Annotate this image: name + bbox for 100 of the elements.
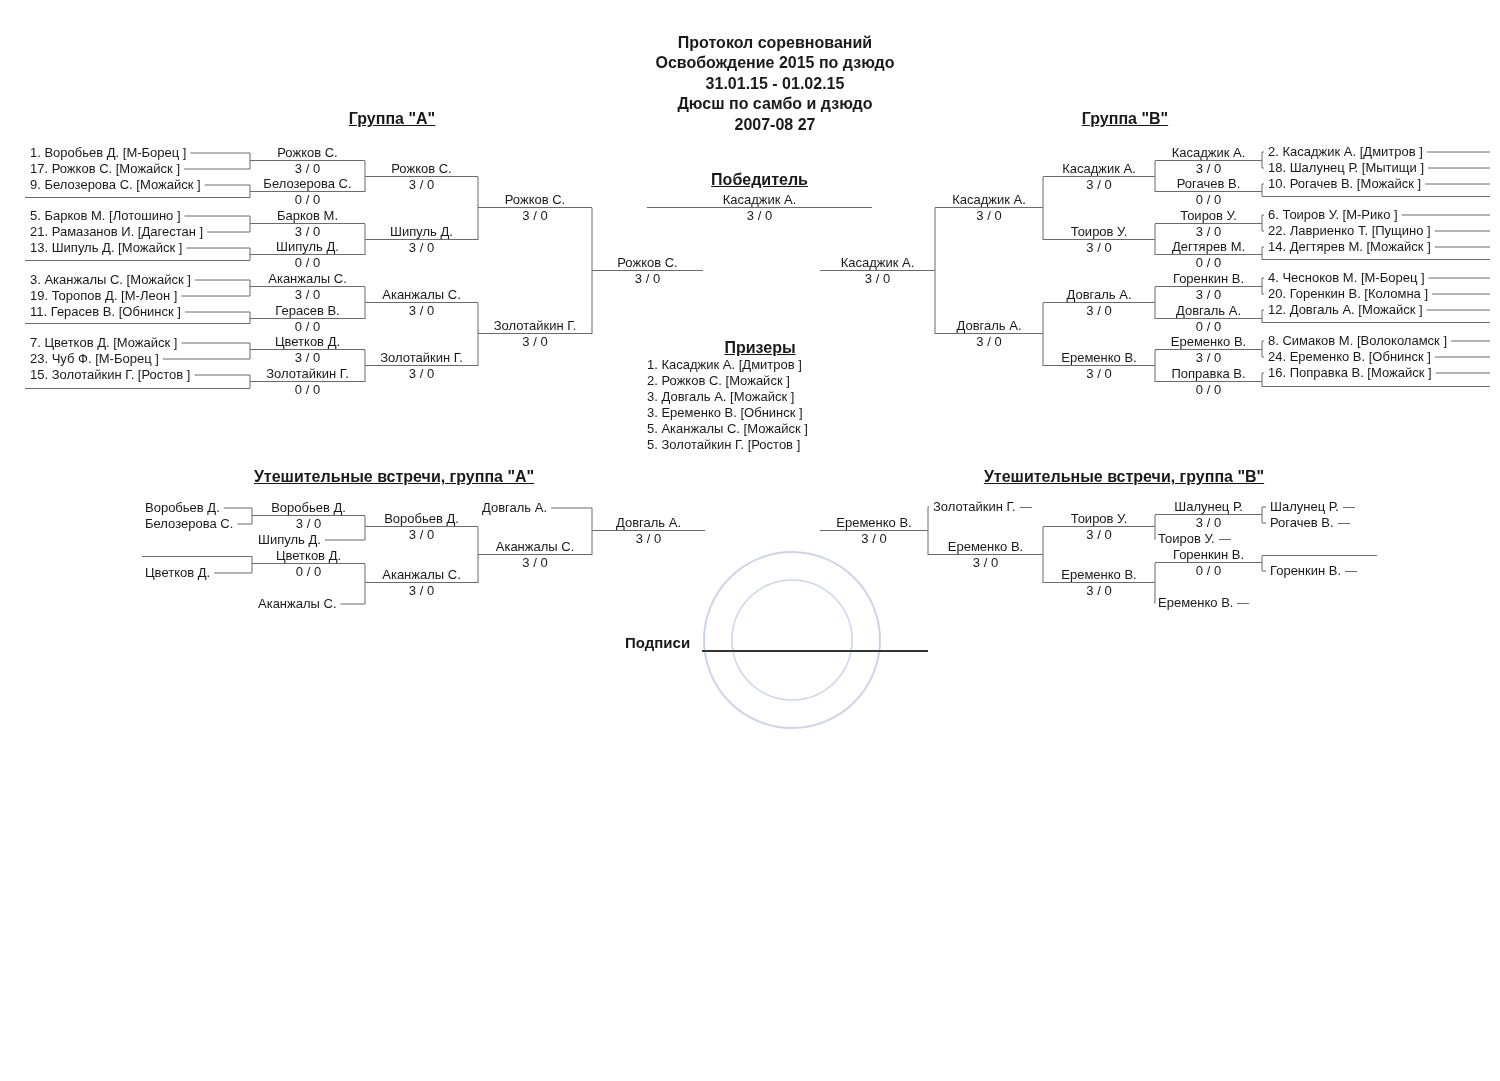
section-heading: Группа "В" <box>1081 109 1169 129</box>
competitor-name: 23. Чуб Ф. [М-Борец ] <box>26 351 163 367</box>
bracket-line <box>1154 176 1156 193</box>
bracket-line <box>249 381 251 389</box>
bracket-line <box>364 515 366 528</box>
match-score: 3 / 0 <box>634 531 663 547</box>
bracket-line <box>1261 286 1265 295</box>
title-line: Протокол соревнований <box>677 33 873 53</box>
bracket-line <box>204 184 251 193</box>
bracket-line <box>477 333 479 367</box>
bracket-line <box>591 207 593 272</box>
bracket-line <box>249 318 251 324</box>
bracket-line <box>183 160 251 170</box>
match-score: 3 / 0 <box>1194 350 1223 366</box>
empty-slot-line <box>1262 386 1490 387</box>
bracket-line <box>927 506 930 532</box>
bracket-line <box>364 349 366 367</box>
bracket-line <box>477 176 479 209</box>
competitor-name: Шипуль Д. <box>254 532 325 548</box>
empty-slot-line <box>25 197 250 198</box>
bracket-line <box>1042 302 1044 335</box>
bracket-line <box>1261 223 1265 232</box>
bracket-line <box>364 239 366 256</box>
bracket-line <box>1261 214 1265 225</box>
match-score: 3 / 0 <box>293 161 322 177</box>
title-line: 31.01.15 - 01.02.15 <box>705 74 845 94</box>
competitor-name: Рогачев В. <box>1266 515 1354 531</box>
match-score: 3 / 0 <box>1194 515 1223 531</box>
competitor-name: 10. Рогачев В. [Можайск ] <box>1264 176 1426 192</box>
section-heading: Победитель <box>710 170 809 190</box>
bracket-line <box>364 286 366 304</box>
match-score: 3 / 0 <box>521 334 549 350</box>
competitor-name: Тоиров У. <box>1154 531 1235 547</box>
bracket-line <box>185 247 251 256</box>
bracket-line <box>1154 365 1156 383</box>
competitor-name: 6. Тоиров У. [М-Рико ] <box>1264 207 1402 223</box>
bracket-line <box>1261 191 1263 197</box>
bracket-line <box>194 374 251 383</box>
bracket-line <box>249 191 251 198</box>
competitor-name: Касаджик А. <box>647 192 872 208</box>
bracket-line <box>1261 506 1267 516</box>
competitor-name: Касаджик А. <box>820 255 935 271</box>
prize-entry: 5. Золотайкин Г. [Ростов ] <box>647 437 801 453</box>
bracket-line <box>1261 340 1265 351</box>
competitor-name: Аканжалы С. <box>365 567 478 583</box>
prize-entry: 2. Рожков С. [Можайск ] <box>647 373 790 389</box>
match-score: 3 / 0 <box>407 366 436 382</box>
section-heading: Утешительные встречи, группа "В" <box>983 467 1265 487</box>
bracket-line <box>1261 318 1263 323</box>
bracket-line <box>1261 246 1265 256</box>
competitor-name: Золотайкин Г. <box>478 318 592 334</box>
bracket-line <box>324 526 366 541</box>
bracket-line <box>1154 239 1156 256</box>
match-score: 3 / 0 <box>521 208 549 224</box>
competitor-name: 7. Цветков Д. [Можайск ] <box>26 335 182 351</box>
bracket-line <box>162 349 251 360</box>
title-line: 2007-08 27 <box>734 115 816 135</box>
competitor-name: Касаджик А. <box>935 192 1043 208</box>
competitor-name: Белозерова С. <box>141 516 238 532</box>
competitor-name: 12. Довгаль А. [Можайск ] <box>1264 302 1427 318</box>
title-line: Дюсш по самбо и дзюдо <box>677 94 873 114</box>
bracket-line <box>1261 160 1265 169</box>
prize-entry: 1. Касаджик А. [Дмитров ] <box>647 357 802 373</box>
competitor-name: Воробьев Д. <box>252 500 365 516</box>
bracket-line <box>180 286 251 297</box>
competitor-name: Аканжалы С. <box>478 539 592 555</box>
empty-slot-line <box>1262 196 1490 197</box>
match-score: 0 / 0 <box>294 564 323 580</box>
competitor-name: 9. Белозерова С. [Можайск ] <box>26 177 205 193</box>
bracket-line <box>223 507 253 517</box>
match-score: 3 / 0 <box>407 177 436 193</box>
competitor-name: Золотайкин Г. <box>929 499 1036 515</box>
bracket-line <box>213 563 253 574</box>
empty-slot-line <box>1262 322 1490 323</box>
match-score: 3 / 0 <box>1085 303 1113 319</box>
competitor-name: Шалунец Р. <box>1155 499 1262 515</box>
match-score: 0 / 0 <box>293 319 322 335</box>
match-score: 3 / 0 <box>975 208 1003 224</box>
match-score: 3 / 0 <box>293 350 322 366</box>
competitor-name: 18. Шалунец Р. [Мытищи ] <box>1264 160 1428 176</box>
bracket-line <box>1261 309 1265 320</box>
match-score: 3 / 0 <box>633 271 662 287</box>
competitor-name: 14. Дегтярев М. [Можайск ] <box>1264 239 1435 255</box>
bracket-line <box>1154 286 1156 304</box>
competitor-name: 4. Чесноков М. [М-Борец ] <box>1264 270 1429 286</box>
signature-label: Подписи <box>625 633 691 653</box>
match-score: 3 / 0 <box>294 516 323 532</box>
bracket-line <box>364 176 366 193</box>
competitor-name: Золотайкин Г. <box>365 350 478 366</box>
competitor-name: 20. Горенкин В. [Коломна ] <box>1264 286 1433 302</box>
bracket-line <box>591 530 593 556</box>
bracket-line <box>1261 349 1265 358</box>
competitor-name: 3. Аканжалы С. [Можайск ] <box>26 272 195 288</box>
empty-slot-line <box>25 323 250 324</box>
bracket-line <box>364 160 366 178</box>
competitor-name: Золотайкин Г. <box>250 366 365 382</box>
competitor-name: 17. Рожков С. [Можайск ] <box>26 161 185 177</box>
bracket-line <box>934 270 936 335</box>
competitor-name: Поправка В. <box>1155 366 1262 382</box>
match-score: 3 / 0 <box>1085 240 1113 256</box>
